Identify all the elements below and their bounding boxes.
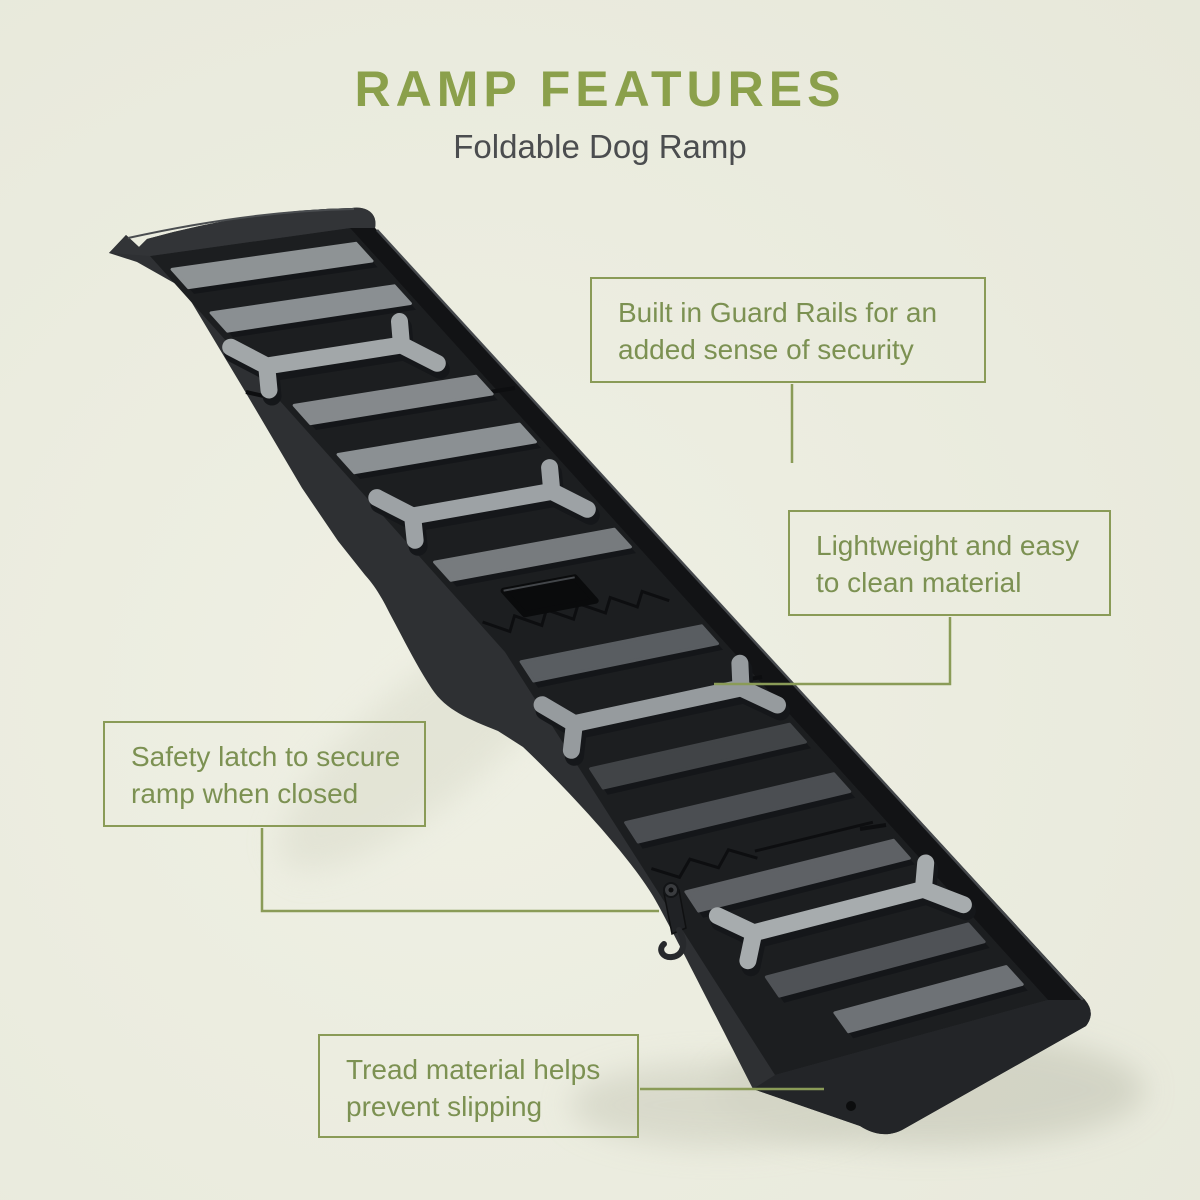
latch-pivot-hole [668,887,674,893]
folded-dog-ramp [109,207,1091,1135]
lip-highlight [127,208,355,239]
strip-shadow [533,643,723,688]
right-guard-rail [350,228,1085,1000]
callout-text-line: added sense of security [618,334,914,365]
page-subtitle: Foldable Dog Ramp [453,128,747,165]
tread-strip [336,422,537,475]
bone-tread [222,313,446,399]
callout-text-line: Built in Guard Rails for an [618,297,938,328]
bone-tread [533,654,786,759]
tread-strip [433,527,632,582]
connector-safety-latch [260,828,659,913]
safety-latch [658,882,687,961]
callout-connectors [260,384,952,1091]
strip-shadow [450,546,636,587]
middle-fold-seam [482,589,670,634]
strip-shadow [698,858,915,918]
ramp-top-lip [109,207,376,256]
tread-strip [170,241,374,290]
bone-tread [708,854,972,970]
tread-strip [833,965,1024,1034]
page-title: RAMP FEATURES [354,61,846,117]
rail-highlight [376,229,1084,1001]
callout-text-line: to clean material [816,567,1022,598]
callout-guard-rails: Built in Guard Rails for an added sense … [590,277,986,383]
end-face-hole [846,1101,856,1111]
callout-text-line: ramp when closed [131,778,359,809]
tread-strips [170,241,1028,1039]
callout-text-line: Lightweight and easy [816,530,1080,561]
strip-shadow [848,984,1028,1039]
callout-text-line: Safety latch to secure [131,741,401,772]
strip-shadow [779,941,990,1003]
strip-shadow [310,394,498,430]
tread-strip [209,284,412,333]
connector-lightweight [714,617,952,686]
callout-safety-latch: Safety latch to secure ramp when closed [103,721,426,827]
handle-edge-highlight [503,576,575,592]
tread-strip [589,722,807,790]
lower-fold-seam [650,848,758,880]
hinge-seam [859,823,887,831]
hinge-seam [489,386,516,394]
tread-strip [684,838,911,913]
latch-hook [658,927,687,961]
tread-strip [764,922,986,998]
fold-seams [482,589,874,880]
lower-fold-seam [754,820,874,853]
tread-strip [624,772,852,844]
strip-shadow [227,303,416,338]
tread-strip [292,374,494,426]
callout-text-line: prevent slipping [346,1091,543,1122]
strip-shadow [603,742,811,795]
callout-text-line: Tread material helps [346,1054,601,1085]
tread-strip [519,624,719,683]
strip-shadow [354,441,541,479]
strip-shadow [188,261,378,294]
strip-shadow [638,791,856,849]
callout-lightweight: Lightweight and easy to clean material [788,510,1111,616]
callout-tread-material: Tread material helps prevent slipping [318,1034,639,1138]
ramp-end-face [753,1000,1091,1135]
bone-tread [368,459,596,549]
